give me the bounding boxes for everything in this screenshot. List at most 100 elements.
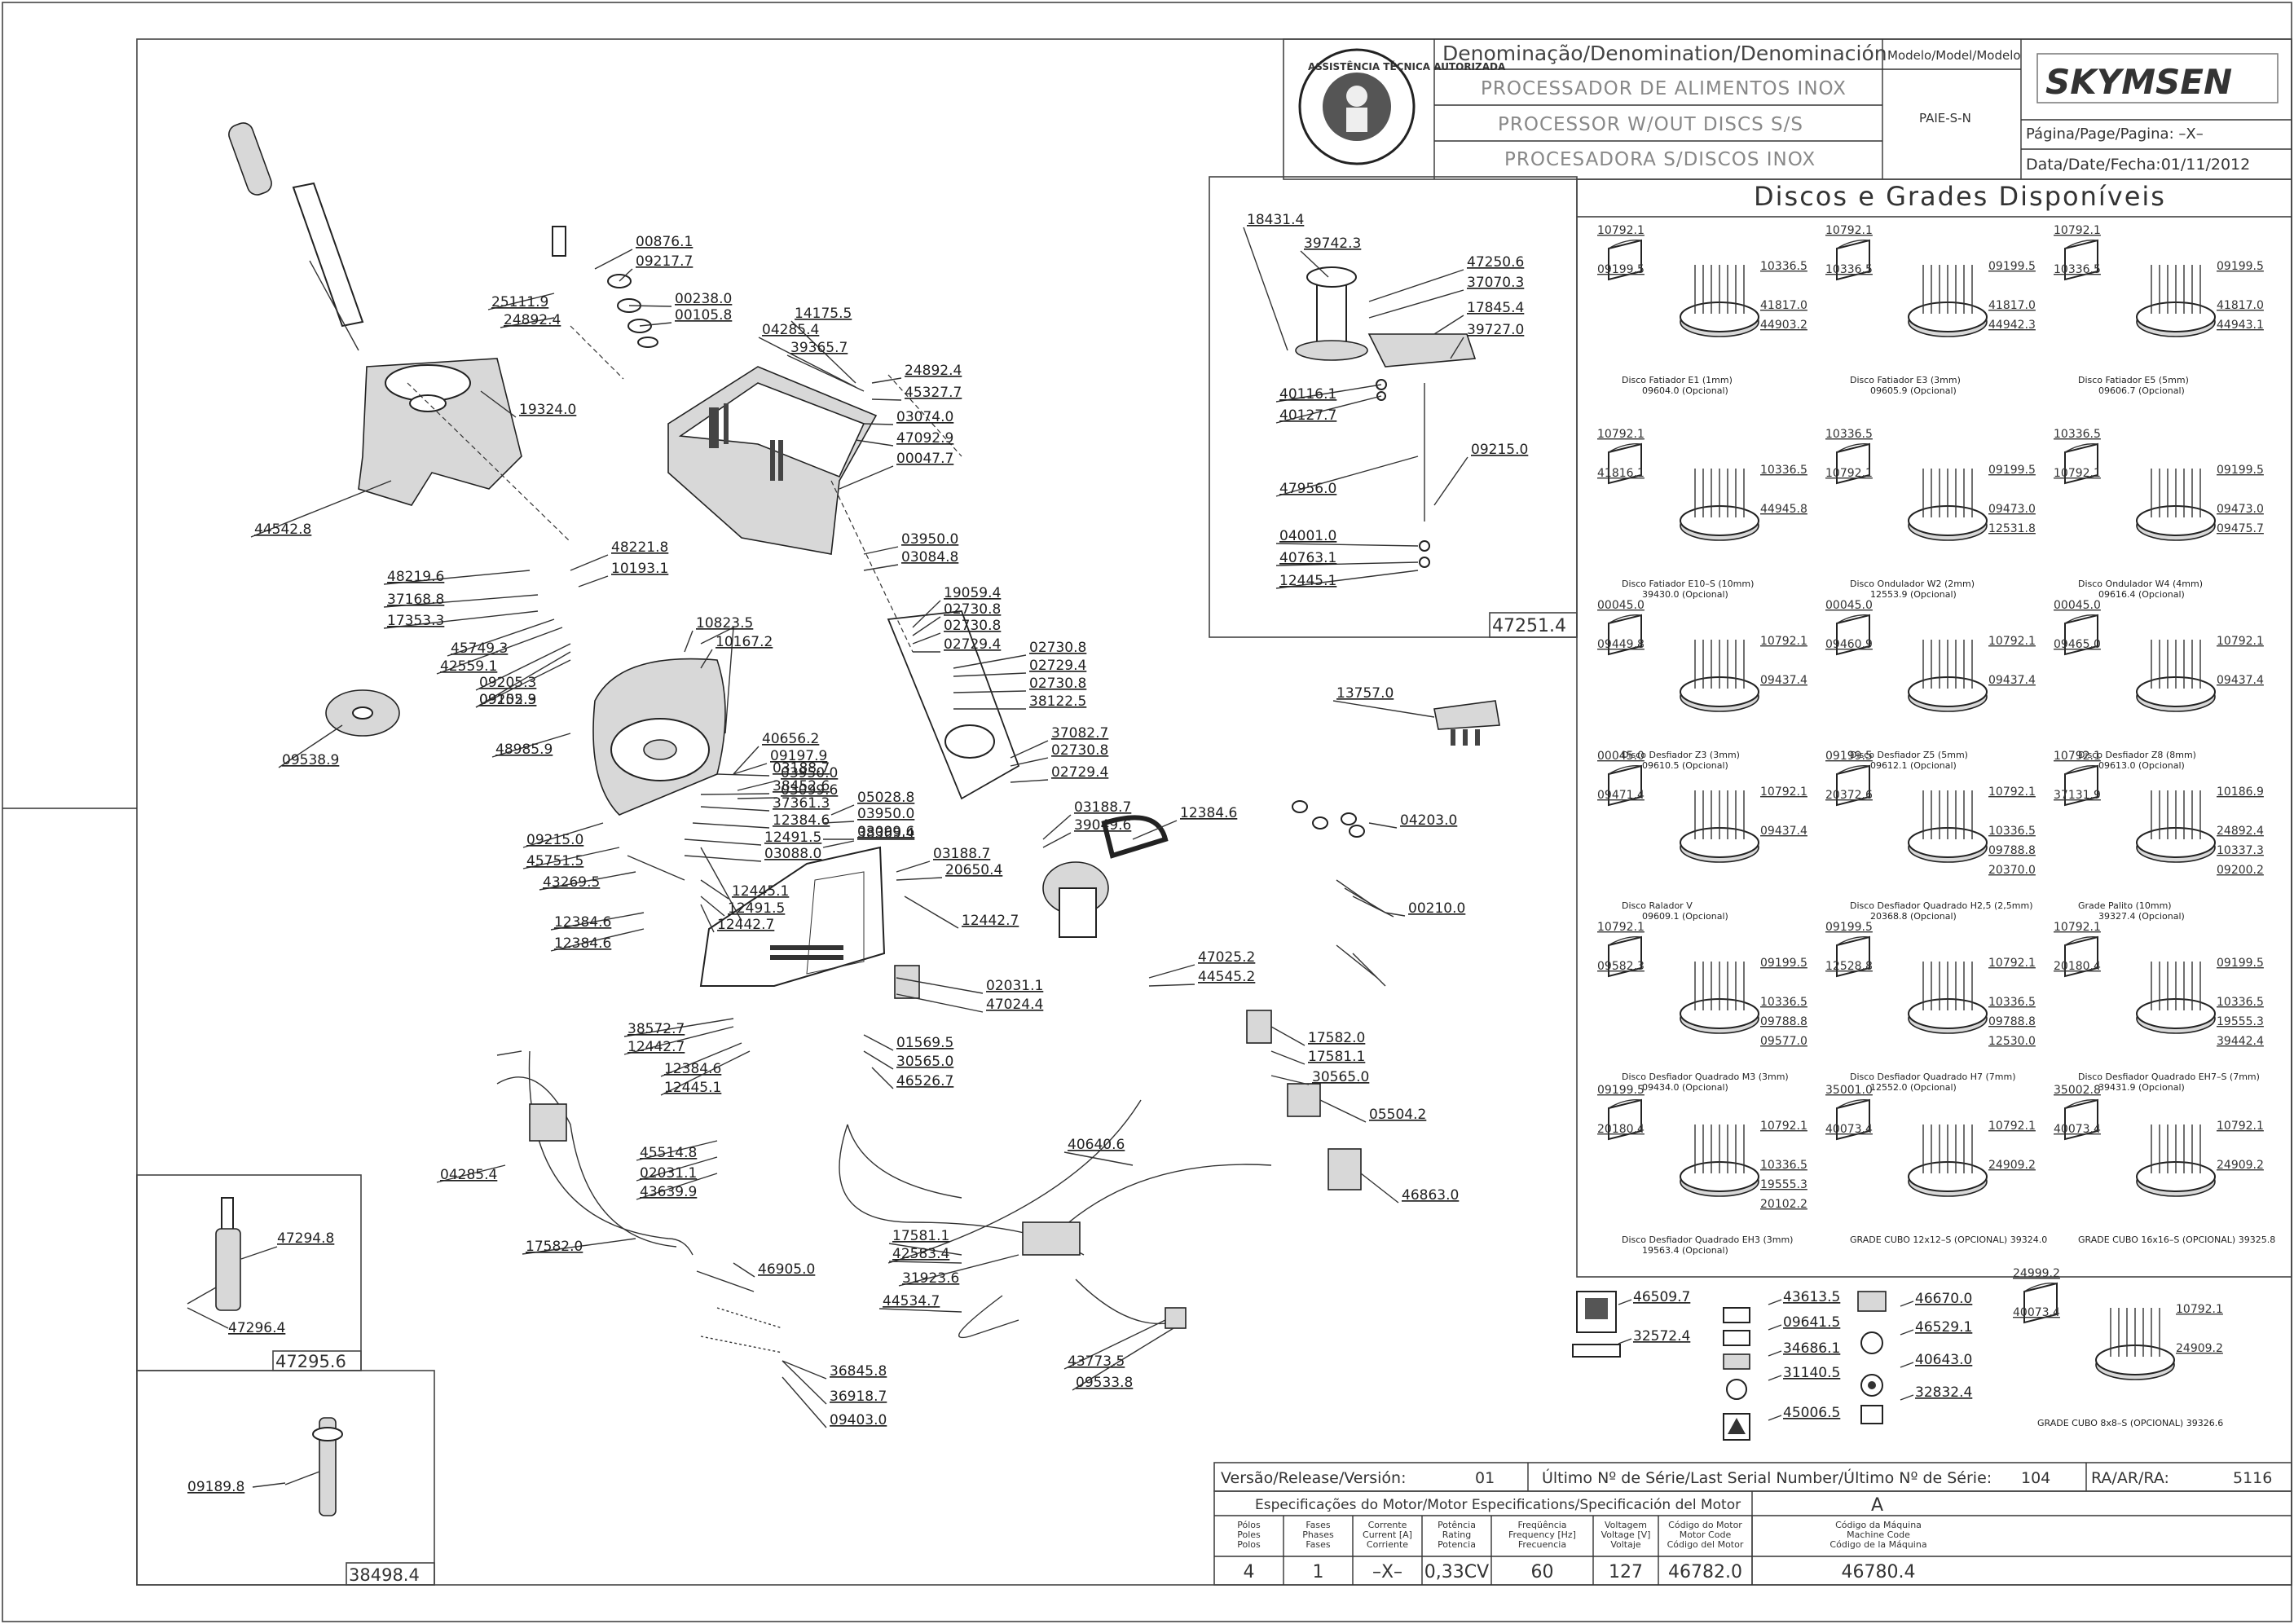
part-label: 02730.8 [1051,742,1108,759]
part-label: 17582.0 [1308,1030,1365,1046]
disc-part-label: 10336.5 [1988,996,2036,1009]
part-label: 03099.6 [857,824,914,840]
disc-name: Disco Desfiador Quadrado M3 (3mm) [1622,1072,1789,1082]
main-exploded-view [228,122,1500,1353]
disc-code: 09612.1 (Opcional) [1870,760,1957,771]
disc-part-label: 09199.5 [1760,957,1807,970]
version-value: 01 [1475,1469,1495,1487]
disc-part-label: 12528.8 [1825,960,1873,973]
disc-part-label: 10792.1 [1597,921,1645,934]
model-value: PAIE-S-N [1919,111,1971,125]
motor-col-head: Corrente [1368,1520,1407,1530]
disc-part-label: 09199.5 [1988,260,2036,273]
legend-part-label: 45006.5 [1783,1405,1840,1421]
page-label: Página/Page/Pagina: –X– [2026,125,2204,143]
part-label: 01569.5 [896,1035,953,1051]
part-label: 03188.7 [1074,799,1131,816]
legend-part-label: 46670.0 [1915,1291,1972,1307]
part-label: 12384.6 [1180,805,1237,821]
disc-part-label: 10792.1 [1988,1120,2036,1133]
motor-col-head: Potencia [1438,1539,1476,1550]
disc-name: Disco Desfiador Z8 (8mm) [2078,750,2196,760]
motor-col-head: Código del Motor [1667,1539,1744,1550]
disc-part-label: 10337.3 [2217,844,2264,857]
svg-text:38498.4: 38498.4 [349,1565,420,1585]
part-label: 05504.2 [1369,1107,1426,1123]
disc-part-label: 19555.3 [1760,1178,1807,1191]
part-label: 45751.5 [526,853,583,869]
part-label: 12491.5 [728,900,785,917]
disc-code: 12552.0 (Opcional) [1870,1082,1957,1093]
disc-part-label: 00045.0 [1825,599,1873,612]
part-label: 02031.1 [986,978,1043,994]
motor-col-head: Código de la Máquina [1829,1539,1926,1550]
part-label: 37082.7 [1051,725,1108,742]
disc-part-label: 41816.1 [1597,467,1645,480]
disc-part-label: 20372.6 [1825,789,1873,802]
part-label: 43269.5 [543,874,600,891]
disc-part-label: 10792.1 [2217,1120,2264,1133]
disc-part-label: 10792.1 [2054,921,2101,934]
disc-part-label: 40073.4 [2013,1306,2060,1319]
disc-part-label: 09199.5 [2217,957,2264,970]
disc-part-label: 40073.4 [2054,1123,2101,1136]
disc-part-label: 09788.8 [1760,1015,1807,1028]
part-label: 38122.5 [1029,693,1086,710]
part-label: 12384.6 [554,935,611,952]
legend-part-label: 32572.4 [1633,1328,1690,1345]
disc-code: 09610.5 (Opcional) [1642,760,1728,771]
motor-col-value: 4 [1244,1562,1255,1582]
disc-part-label: 10336.5 [1825,428,1873,441]
skymsen-logo: SKYMSEN [2036,53,2279,103]
svg-text:47296.4: 47296.4 [228,1320,285,1336]
motor-col-head: Potência [1438,1520,1476,1530]
disc-part-label: 10792.1 [2176,1303,2223,1316]
part-label: 45327.7 [905,385,962,401]
part-label: 38369.4 [857,825,914,842]
disc-name: Disco Desfiador Quadrado H2,5 (2,5mm) [1850,900,2033,911]
disc-part-label: 10336.5 [2054,428,2101,441]
part-label: 19059.4 [944,585,1001,601]
disc-part-label: 10792.1 [2054,750,2101,763]
discs-title: Discos e Grades Disponíveis [1754,181,2166,212]
motor-col-head: Voltage [V] [1601,1529,1651,1540]
part-label: 03099.6 [781,782,838,799]
disc-part-label: 40073.4 [1825,1123,1873,1136]
motor-variant: A [1871,1495,1883,1516]
inset-part-label: 18431.4 [1247,212,1304,228]
disc-part-label: 10336.5 [1760,1159,1807,1172]
part-label: 02729.4 [944,636,1001,653]
part-label: 12384.6 [664,1061,721,1077]
disc-part-label: 09199.5 [1825,921,1873,934]
motor-col-head: Voltaje [1610,1539,1641,1550]
disc-name: Disco Ondulador W4 (4mm) [2078,579,2203,589]
disc-part-label: 19555.3 [2217,1015,2264,1028]
part-label: 02729.4 [1029,658,1086,674]
disc-part-label: 12531.8 [1988,522,2036,535]
part-label: 46526.7 [896,1073,953,1089]
disc-code: 39430.0 (Opcional) [1642,589,1728,600]
svg-text:47295.6: 47295.6 [275,1352,346,1371]
disc-part-label: 20102.2 [1760,1198,1807,1211]
part-label: 09215.0 [526,832,583,848]
motor-col-head: Frequency [Hz] [1508,1529,1576,1540]
part-label: 37361.3 [773,795,830,812]
legend-part-label: 43613.5 [1783,1289,1840,1305]
disc-item: 09199.510792.112528.810336.509788.812530… [1825,921,2036,1093]
part-label: 46905.0 [758,1261,815,1278]
motor-col-head: Freqüência [1517,1520,1566,1530]
motor-spec-table: Especificações do Motor/Motor Especifica… [1213,1490,2292,1586]
inset-part-label: 40763.1 [1279,550,1336,566]
disc-code: 09609.1 (Opcional) [1642,911,1728,922]
serial-value: 104 [2021,1469,2050,1487]
part-label: 12442.7 [717,917,774,933]
legend-part-label: 32832.4 [1915,1384,1972,1401]
disc-code: 09606.7 (Opcional) [2098,385,2185,396]
disc-code: 39327.4 (Opcional) [2098,911,2185,922]
part-label: 17582.0 [526,1239,583,1255]
part-label: 17581.1 [892,1228,949,1244]
part-label: 42559.1 [440,658,497,675]
disc-part-label: 00045.0 [2054,599,2101,612]
part-label: 03950.0 [857,806,914,822]
